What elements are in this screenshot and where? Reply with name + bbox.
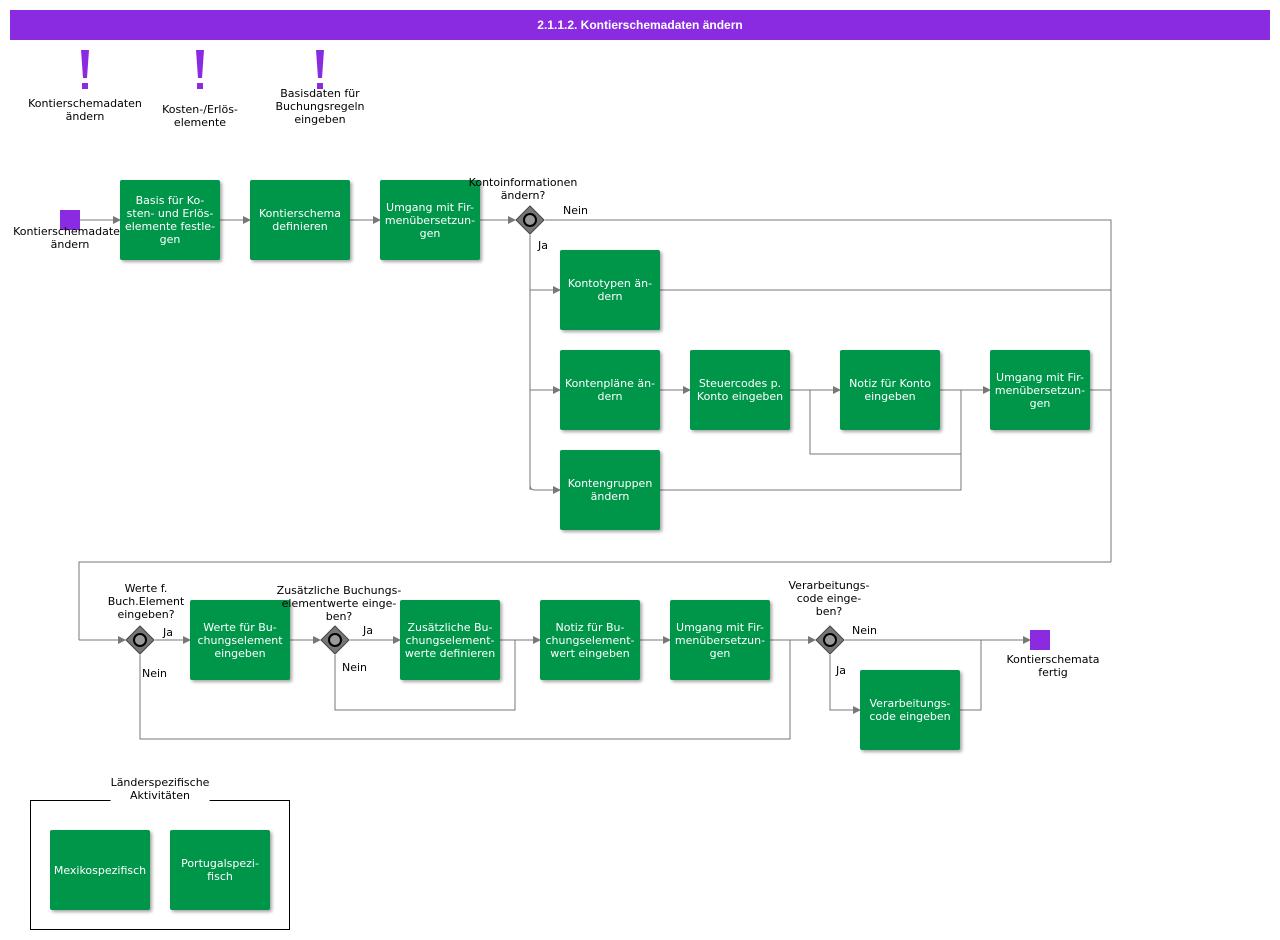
task-umgang-2[interactable]: Umgang mit Fir- menübersetzun- gen — [990, 350, 1090, 430]
flow-label-ja: Ja — [538, 239, 548, 252]
task-kontenplaene[interactable]: Kontenpläne än- dern — [560, 350, 660, 430]
flow-label-ja: Ja — [363, 624, 373, 637]
task-verarbeitung[interactable]: Verarbeitungs- code eingeben — [860, 670, 960, 750]
gateway-zusaetzlich[interactable] — [320, 625, 350, 655]
milestone-label: Kosten-/Erlös- elemente — [162, 103, 238, 129]
flow-label-nein: Nein — [342, 661, 368, 674]
task-notiz-konto[interactable]: Notiz für Konto eingeben — [840, 350, 940, 430]
gateway-konto[interactable] — [515, 205, 545, 235]
gateway-verarbeitung-label: Verarbeitungs- code einge- ben? — [788, 579, 870, 618]
task-steuercodes[interactable]: Steuercodes p. Konto eingeben — [690, 350, 790, 430]
gateway-verarbeitung[interactable] — [815, 625, 845, 655]
task-kontotypen[interactable]: Kontotypen än- dern — [560, 250, 660, 330]
task-umgang-3[interactable]: Umgang mit Fir- menübersetzun- gen — [670, 600, 770, 680]
flow-label-nein: Nein — [142, 667, 168, 680]
legend-item-portugal[interactable]: Portugalspezi- fisch — [170, 830, 270, 910]
legend-title: Länderspezifische Aktivitäten — [110, 776, 210, 802]
exclamation-icon — [81, 50, 89, 89]
task-notiz-buch[interactable]: Notiz für Bu- chungselement- wert eingeb… — [540, 600, 640, 680]
exclamation-icon — [316, 50, 324, 89]
flow-label-ja: Ja — [836, 664, 846, 677]
legend-item-mexiko[interactable]: Mexikospezifisch — [50, 830, 150, 910]
gateway-zusaetzlich-label: Zusätzliche Buchungs- elementwerte einge… — [276, 584, 402, 623]
start-event-label: Kontierschemadaten ändern — [13, 225, 127, 251]
task-zusaetzliche[interactable]: Zusätzliche Bu- chungselement- werte def… — [400, 600, 500, 680]
task-schema[interactable]: Kontierschema definieren — [250, 180, 350, 260]
milestone-label: Kontierschemadaten ändern — [28, 97, 142, 123]
gateway-werte[interactable] — [125, 625, 155, 655]
end-event-label: Kontierschemata fertig — [1006, 653, 1100, 679]
task-umgang-1[interactable]: Umgang mit Fir- menübersetzun- gen — [380, 180, 480, 260]
page-title: 2.1.1.2. Kontierschemadaten ändern — [10, 10, 1270, 40]
start-event[interactable] — [60, 210, 80, 230]
gateway-konto-label: Kontoinformationen ändern? — [468, 176, 578, 202]
flow-label-nein: Nein — [563, 204, 589, 217]
task-kontengruppen[interactable]: Kontengruppen ändern — [560, 450, 660, 530]
task-basis[interactable]: Basis für Ko- sten- und Erlös- elemente … — [120, 180, 220, 260]
end-event[interactable] — [1030, 630, 1050, 650]
flow-label-nein: Nein — [852, 624, 878, 637]
milestone-label: Basisdaten für Buchungsregeln eingeben — [275, 87, 365, 126]
exclamation-icon — [196, 50, 204, 89]
gateway-werte-label: Werte f. Buch.Element eingeben? — [107, 582, 185, 621]
flow-label-ja: Ja — [163, 626, 173, 639]
task-werte[interactable]: Werte für Bu- chungselement eingeben — [190, 600, 290, 680]
